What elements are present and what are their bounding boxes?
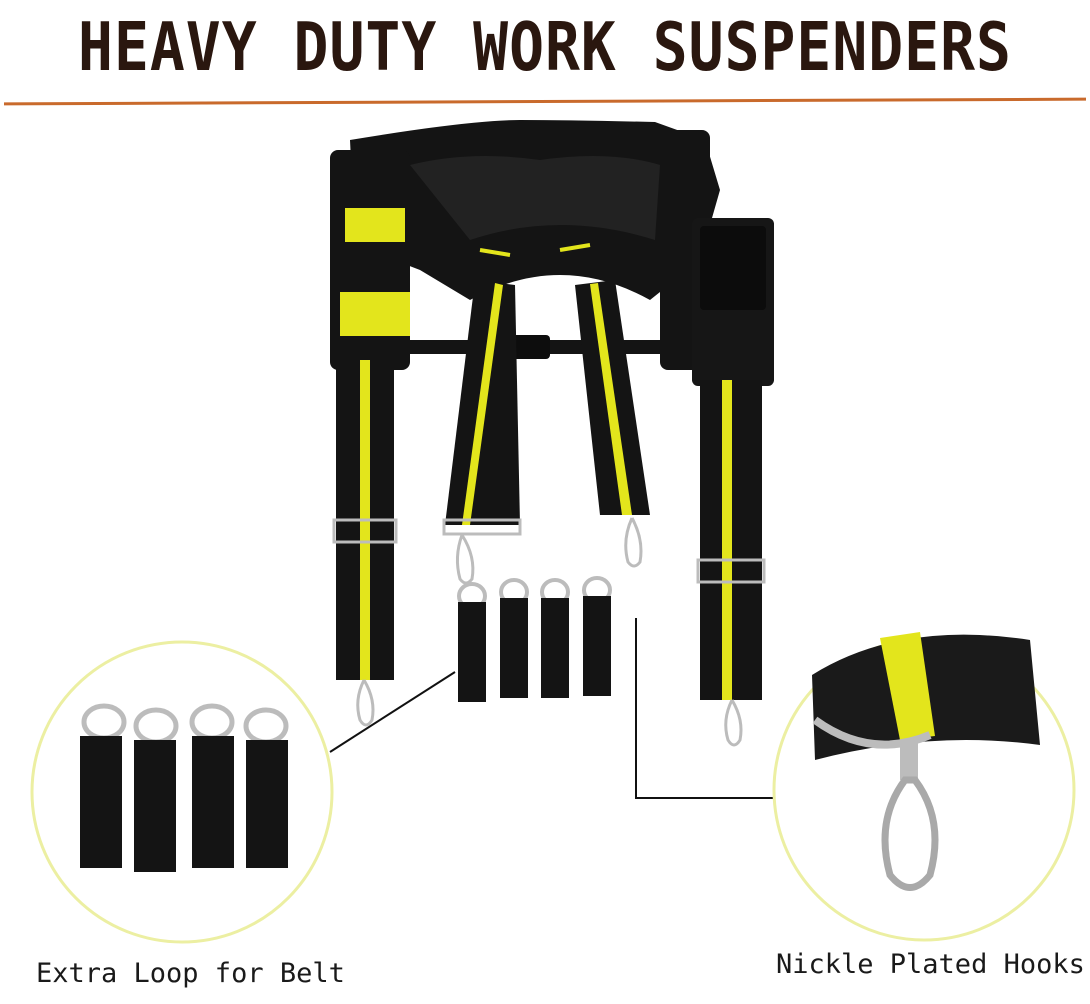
left-shoulder-pad (330, 150, 410, 370)
loop-closeup (189, 703, 235, 868)
strap-inner-left (442, 280, 522, 585)
belt-loop (499, 578, 529, 698)
callout-lines (329, 618, 776, 799)
loop-closeup (243, 707, 289, 868)
belt-loop (457, 582, 487, 702)
shoulder-yoke (350, 120, 720, 300)
belt-loops (457, 576, 612, 702)
loop-closeup (80, 703, 127, 868)
detail-circle-loops (30, 640, 334, 944)
detail-circle-hook (772, 632, 1076, 942)
strap-outer-right (696, 380, 766, 747)
strap-outer-left (332, 360, 398, 727)
caption-extra-loop: Extra Loop for Belt (36, 958, 345, 989)
loop-closeup (133, 707, 179, 872)
strap-inner-right (575, 280, 650, 568)
belt-loop (540, 578, 570, 698)
belt-loop (582, 576, 612, 696)
page-title: HEAVY DUTY WORK SUSPENDERS (78, 8, 1012, 87)
phone-pouch (660, 130, 774, 386)
caption-nickle-hooks: Nickle Plated Hooks (776, 949, 1085, 980)
chest-strap (400, 335, 690, 359)
